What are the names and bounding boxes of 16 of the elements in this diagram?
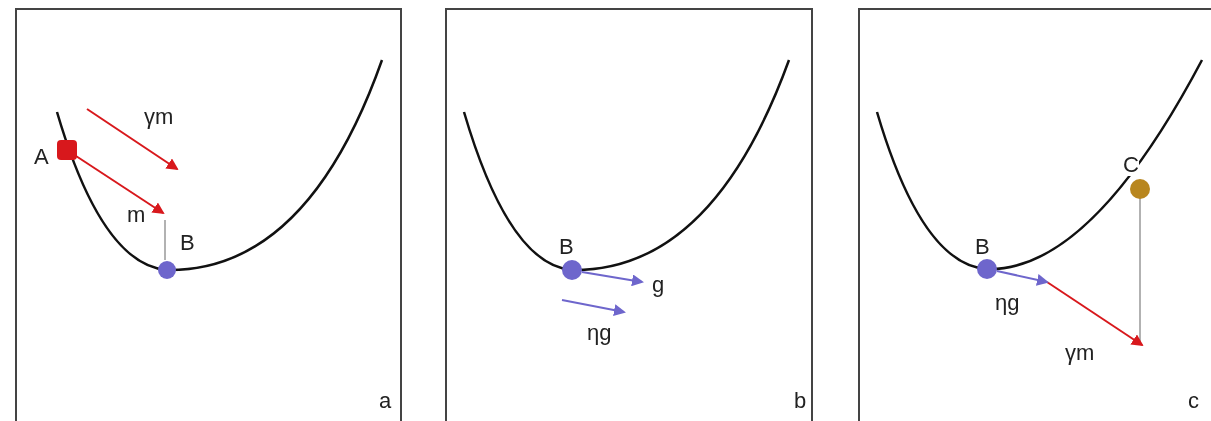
edge-label: g — [652, 274, 665, 296]
panel-frame — [445, 8, 813, 421]
point-label: C — [1123, 154, 1139, 176]
panel-frame — [858, 8, 1211, 421]
vector-arrow — [75, 155, 165, 215]
panel-letter: a — [379, 390, 392, 412]
vector-arrow — [581, 271, 644, 287]
vector-label: γm — [1065, 342, 1095, 364]
panel-frame — [15, 8, 402, 421]
panel-letter: b — [794, 390, 807, 412]
vector-label: ηg — [587, 322, 612, 344]
edge-label: ηg — [995, 292, 1020, 314]
vector-arrow — [996, 270, 1049, 286]
panel-letter: c — [1188, 390, 1199, 412]
vector-label: γm — [144, 106, 174, 128]
edge-label: m — [127, 204, 146, 226]
